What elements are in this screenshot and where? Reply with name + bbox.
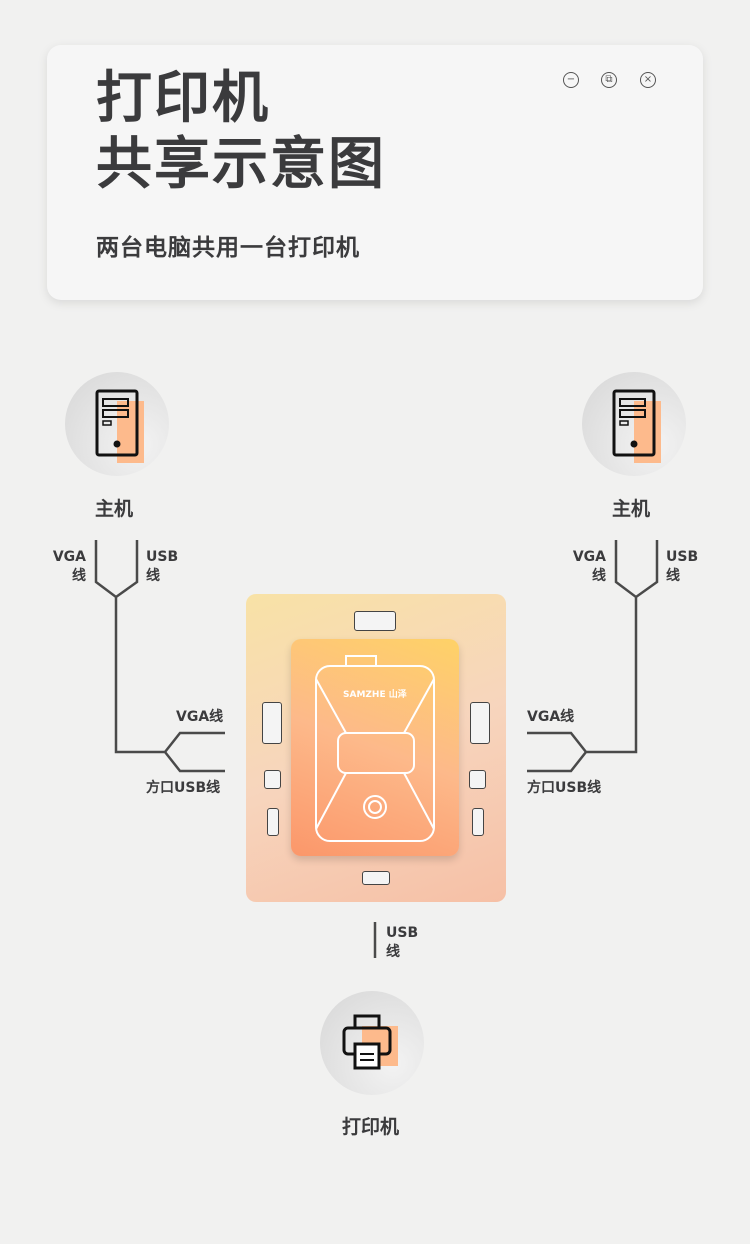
usb-b-port-right: [469, 770, 486, 789]
vga-port-top: [354, 611, 396, 631]
computer-icon: [612, 389, 661, 463]
computer-icon: [95, 389, 144, 463]
subtitle: 两台电脑共用一台打印机: [96, 235, 360, 261]
printer-label: 打印机: [342, 1116, 400, 1138]
device-outline: [315, 655, 435, 842]
brand-logo: SAMZHE 山泽: [343, 690, 407, 700]
kvm-device: SAMZHE 山泽: [291, 639, 459, 856]
host-right-label: 主机: [612, 498, 651, 520]
printer-icon: [342, 1014, 398, 1070]
usb-port-bottom: [362, 871, 390, 885]
host-left-label: 主机: [95, 498, 134, 520]
host-right-circle: [582, 372, 686, 476]
left-vga-cable-label: VGA线: [176, 709, 224, 725]
left-usb-cable-label: 方口USB线: [146, 780, 221, 796]
header-card: [47, 45, 703, 300]
close-icon[interactable]: ×: [640, 72, 656, 88]
usb-port-right: [472, 808, 484, 836]
printer-circle: [320, 991, 424, 1095]
vga-port-right: [470, 702, 490, 744]
host-left-circle: [65, 372, 169, 476]
restore-icon[interactable]: ⧉: [601, 72, 617, 88]
minimize-icon[interactable]: −: [563, 72, 579, 88]
right-vga-cable-label: VGA线: [527, 709, 575, 725]
vga-port-left: [262, 702, 282, 744]
usb-port-left: [267, 808, 279, 836]
right-usb-cable-label: 方口USB线: [527, 780, 602, 796]
page-title: 打印机共享示意图: [96, 66, 386, 197]
usb-b-port-left: [264, 770, 281, 789]
